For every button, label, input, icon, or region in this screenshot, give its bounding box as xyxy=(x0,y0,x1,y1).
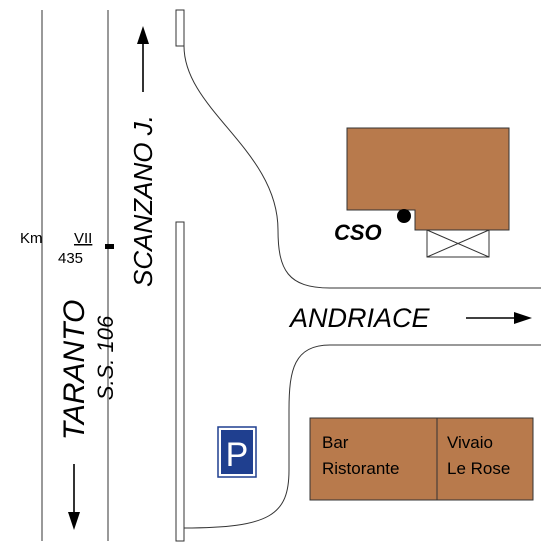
km-marker-denominator: 435 xyxy=(58,250,83,267)
nursery-label-line2: Le Rose xyxy=(447,459,510,478)
parking-sign xyxy=(221,430,253,474)
east-destination-label: ANDRIACE xyxy=(288,303,431,333)
km-marker-prefix: Km xyxy=(20,230,43,247)
km-marker-numerator: VII xyxy=(74,230,92,247)
east-arrow-head xyxy=(514,312,532,324)
highway-name-label: S.S. 106 xyxy=(93,315,118,400)
nursery-label-line1: Vivaio xyxy=(447,433,493,452)
cso-location-dot xyxy=(397,209,411,223)
andriace-road-south-edge xyxy=(183,344,541,529)
vivaio-le-rose-building xyxy=(436,417,534,501)
south-destination-label: TARANTO xyxy=(58,300,91,441)
parking-symbol: P xyxy=(226,436,249,474)
cso-annex-cross-2 xyxy=(426,229,490,258)
km-marker-tick xyxy=(105,244,114,249)
bar-label-line2: Ristorante xyxy=(322,459,399,478)
bar-ristorante-building xyxy=(309,417,438,501)
andriace-road-north-edge xyxy=(183,45,541,289)
bar-label-line1: Bar xyxy=(322,433,349,452)
north-arrow-head xyxy=(137,26,149,44)
cso-label: CSO xyxy=(334,220,382,245)
median-north xyxy=(175,9,185,47)
cso-building xyxy=(346,127,510,231)
north-destination-label: SCANZANO J. xyxy=(128,115,158,287)
south-arrow-head xyxy=(68,512,80,530)
median-south xyxy=(175,221,185,542)
